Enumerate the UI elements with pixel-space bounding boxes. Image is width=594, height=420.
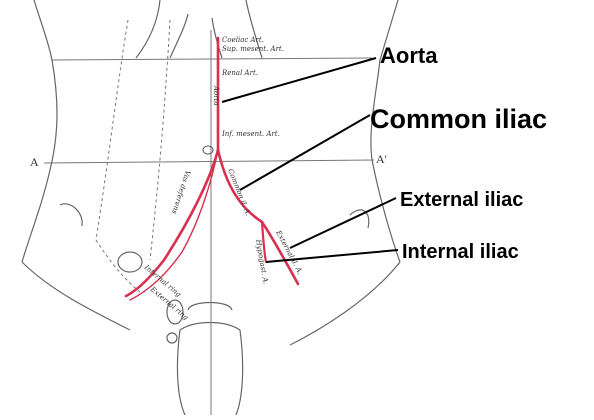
common-iliac-left [126,150,218,296]
external-iliac-callout: External iliac [400,189,523,211]
aorta-small-label: Aorta [212,85,220,106]
common-iliac-small-label: Common il. A. [226,168,252,217]
plane-left-label: A [30,155,39,169]
sup-mesent-label: Sup. mesent. Art. [222,45,284,53]
dotted-contours [96,20,170,292]
common-iliac-callout: Common iliac [370,104,547,134]
plane-right-label: A' [376,152,387,166]
common-iliac-leader [240,115,370,190]
aorta-leader [222,58,376,102]
internal-iliac-callout: Internal iliac [402,241,519,263]
vas-deferens-vessel [130,150,218,300]
renal-label: Renal Art. [221,69,258,77]
coeliac-label: Coeliac Art. [222,36,264,44]
aorta-callout: Aorta [380,43,438,68]
vas-deferens-label: Vas deferens [170,169,192,215]
external-iliac-leader [290,198,396,248]
inf-mesent-label: Inf. mesent. Art. [221,130,280,138]
